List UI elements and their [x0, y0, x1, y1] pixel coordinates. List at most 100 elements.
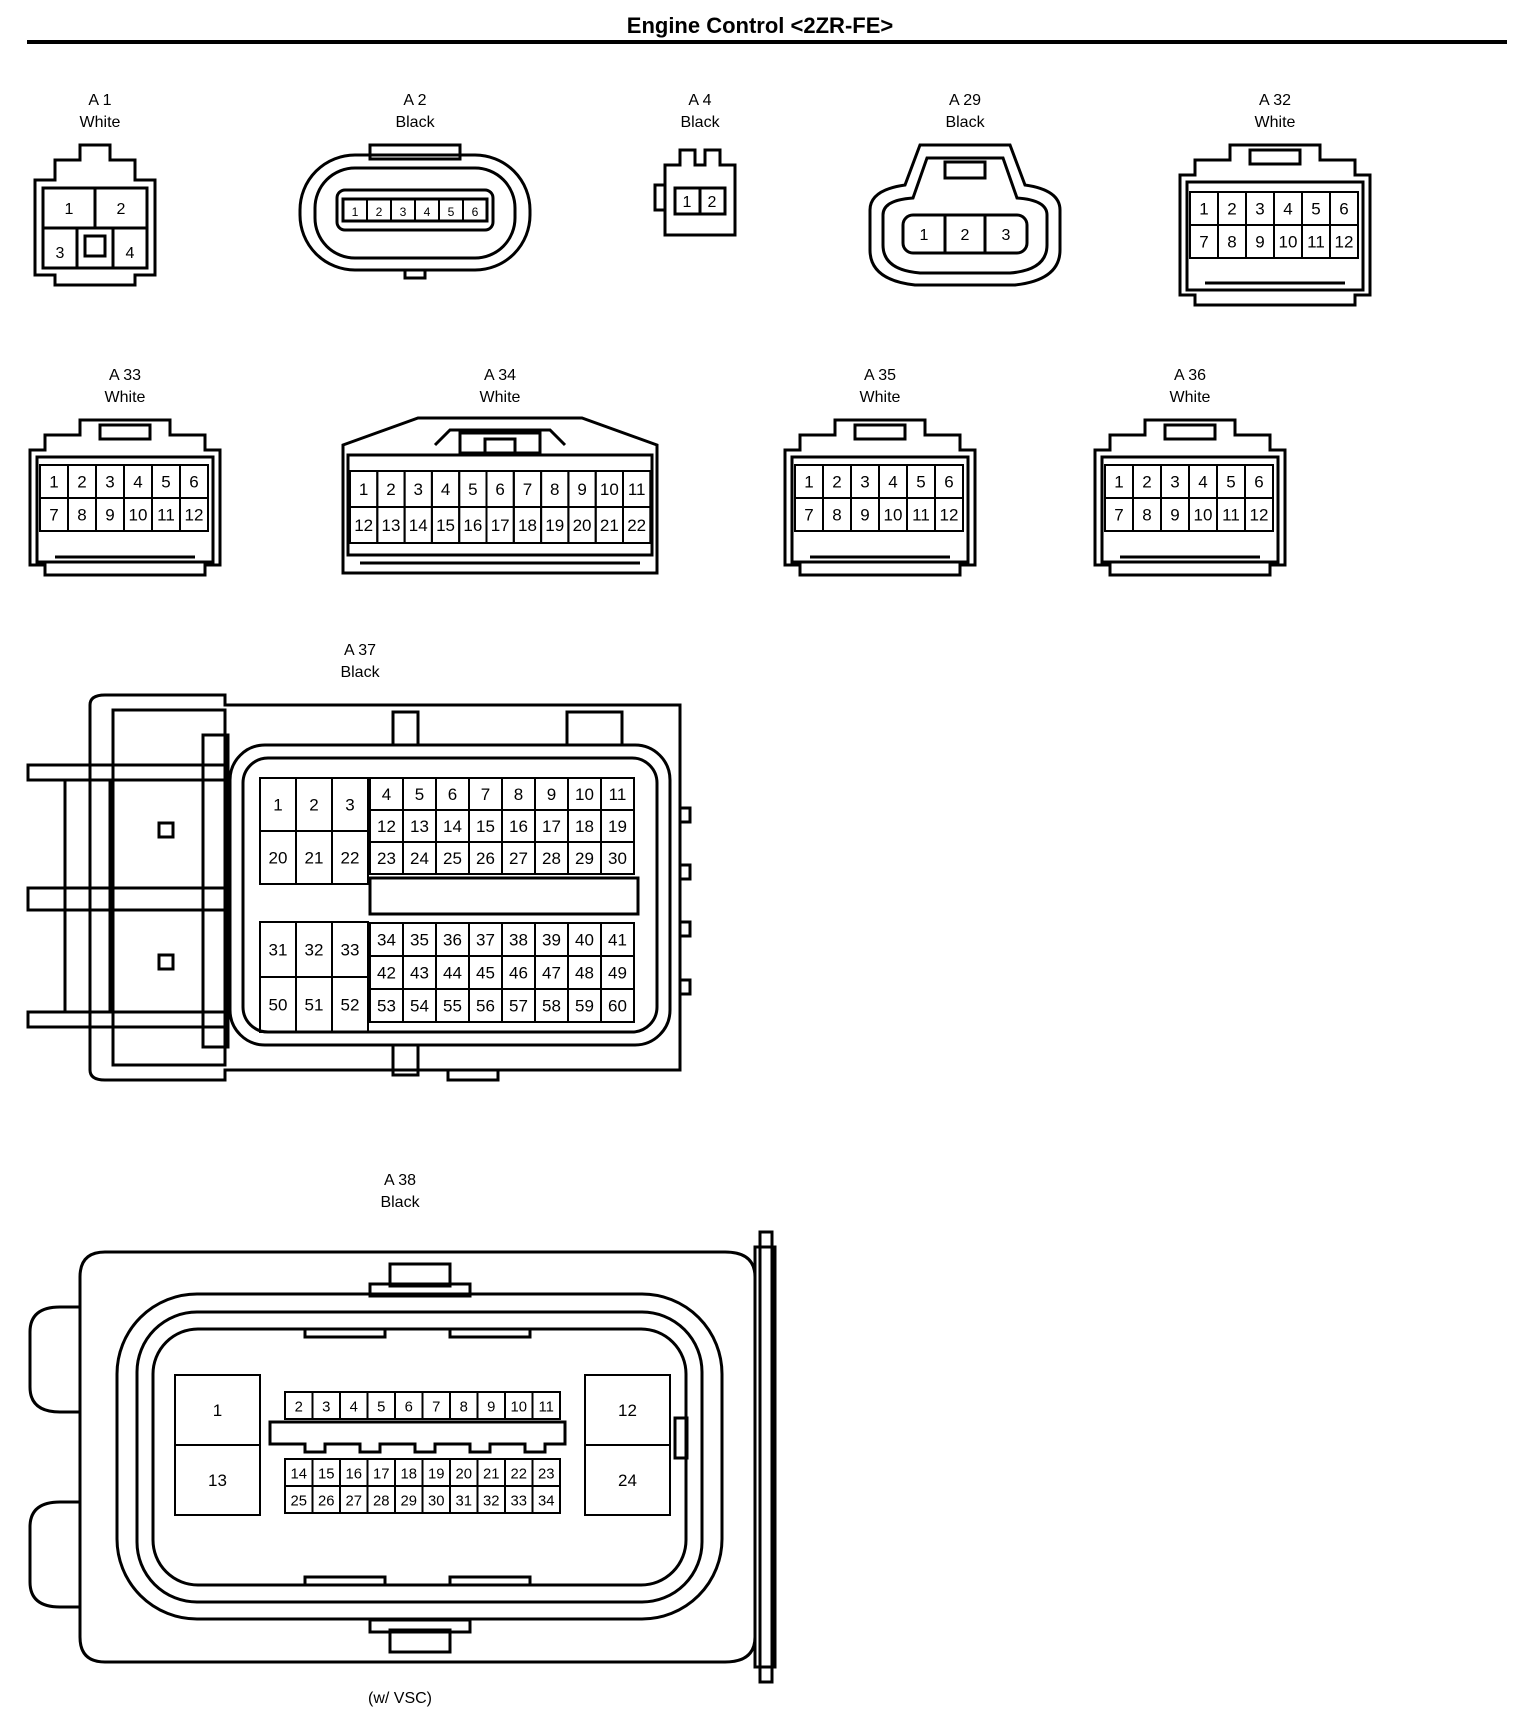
pin-label: 36	[443, 931, 462, 950]
pin-label: 25	[290, 1494, 307, 1510]
connector-a4: A 4 Black 1 2	[530, 90, 870, 237]
pin-label: 42	[377, 964, 396, 983]
pin-label: 23	[538, 1467, 555, 1483]
pin-label: 10	[575, 785, 594, 804]
pin-label: 31	[269, 941, 288, 960]
pin-label: 14	[290, 1467, 307, 1483]
pin-label: 34	[538, 1494, 555, 1510]
pin-label: 4	[888, 473, 897, 492]
pin-label: 7	[804, 506, 813, 525]
pin-label: 49	[608, 964, 627, 983]
pin-label: 14	[409, 516, 428, 535]
pin-label: 11	[628, 480, 646, 499]
pin-label: 9	[577, 480, 586, 499]
pin-label: 26	[476, 849, 495, 868]
pin-label: 2	[708, 194, 717, 211]
pin-cell	[584, 1444, 671, 1516]
connector-color: White	[1254, 114, 1296, 131]
pin-label: 3	[400, 205, 407, 219]
pin-label: 56	[476, 997, 495, 1016]
pin-label: 2	[1227, 200, 1236, 219]
pin-label: 3	[105, 473, 114, 492]
pin-label: 29	[575, 849, 594, 868]
pin-label: 41	[608, 931, 627, 950]
pin-label: 39	[542, 931, 561, 950]
pin-label: 28	[542, 849, 561, 868]
pin-label: 7	[432, 1400, 440, 1416]
footnote: (w/ VSC)	[368, 1690, 432, 1707]
pin-label: 1	[359, 480, 368, 499]
pin-label: 1	[352, 205, 359, 219]
pin-cell	[462, 198, 488, 222]
pin-label: 5	[161, 473, 170, 492]
pin-label: 20	[573, 516, 592, 535]
pin-label: 31	[455, 1494, 472, 1510]
page-title: Engine Control <2ZR-FE>	[626, 13, 894, 38]
pin-label: 15	[318, 1467, 335, 1483]
pin-label: 5	[1311, 200, 1320, 219]
pin-label: 2	[295, 1400, 303, 1416]
pin-label: 20	[455, 1467, 472, 1483]
pin-label: 7	[49, 506, 58, 525]
pin-label: 32	[483, 1494, 500, 1510]
connector-color: White	[479, 389, 521, 406]
pin-label: 11	[539, 1400, 554, 1416]
connector-a29: A 29 Black 1 2 3	[795, 90, 1135, 287]
pin-label: 19	[608, 817, 627, 836]
pin-label: 35	[410, 931, 429, 950]
pin-label: 33	[341, 941, 360, 960]
pin-label: 33	[510, 1494, 527, 1510]
pin-label: 2	[1142, 473, 1151, 492]
pin-label: 4	[133, 473, 142, 492]
connector-id: A 4	[688, 92, 712, 109]
pin-label: 59	[575, 997, 594, 1016]
pin-label: 9	[487, 1400, 495, 1416]
pin-label: 6	[448, 785, 457, 804]
pin-label: 27	[345, 1494, 362, 1510]
connector-a29-drawing: 1 2 3	[868, 143, 1062, 287]
pin-label: 10	[1194, 506, 1213, 525]
pin-label: 2	[77, 473, 86, 492]
pin-label: 12	[377, 817, 396, 836]
pin-label: 1	[683, 194, 692, 211]
pin-label: 30	[428, 1494, 445, 1510]
pin-cell	[531, 1391, 561, 1420]
pin-label: 15	[476, 817, 495, 836]
pin-label: 17	[542, 817, 561, 836]
pin-label: 27	[509, 849, 528, 868]
pin-label: 34	[377, 931, 396, 950]
pin-label: 16	[463, 516, 482, 535]
pin-label: 4	[350, 1400, 358, 1416]
connector-id: A 33	[108, 367, 142, 384]
pin-label: 12	[1335, 233, 1354, 252]
pin-label: 37	[476, 931, 495, 950]
pin-label: 8	[550, 480, 559, 499]
connector-color: Black	[395, 114, 435, 131]
connector-id: A 38	[383, 1172, 417, 1189]
pin-label: 2	[117, 201, 126, 218]
pin-label: 26	[318, 1494, 335, 1510]
pin-label: 8	[1142, 506, 1151, 525]
pin-label: 6	[472, 205, 479, 219]
connector-color: Black	[945, 114, 985, 131]
pin-label: 8	[832, 506, 841, 525]
pin-cell	[934, 497, 964, 532]
connector-id: A 1	[88, 92, 112, 109]
pin-label: 9	[860, 506, 869, 525]
pin-label: 1	[804, 473, 813, 492]
connector-a1: A 1 White 1 2 3 4	[0, 90, 270, 287]
